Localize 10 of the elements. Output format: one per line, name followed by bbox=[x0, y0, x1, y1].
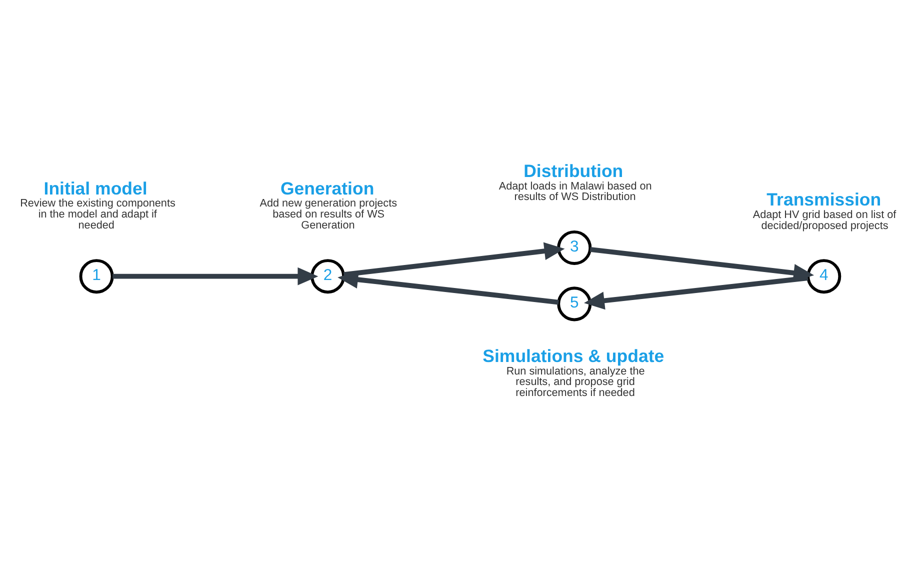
node-label: Transmission bbox=[766, 190, 882, 210]
node-label: Generation bbox=[280, 178, 374, 198]
node-label: Simulations & update bbox=[482, 346, 664, 366]
node-label: Distribution bbox=[524, 161, 624, 182]
node-label: Add new generation projects based on results of WS Generation bbox=[260, 198, 398, 232]
node-label: Initial model bbox=[44, 178, 148, 198]
node-label: Review the existing components in the model and adapt if needed bbox=[20, 198, 176, 232]
node-label: Adapt loads in Malawi based on results of WS Distribution bbox=[498, 180, 652, 204]
node-label: Run simulations, analyze the results, and propose grid reinforcements if needed bbox=[506, 365, 645, 399]
node-label: Adapt HV grid based on list of decided/proposed projects bbox=[752, 208, 896, 232]
